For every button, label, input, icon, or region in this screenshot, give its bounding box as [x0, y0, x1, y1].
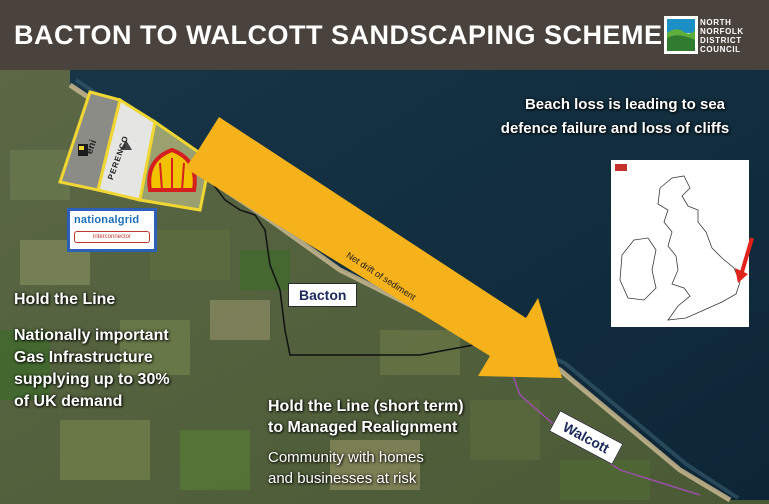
national-grid-label: nationalgrid [74, 214, 140, 226]
inset-badge [615, 164, 627, 171]
gas-text-line1: Nationally important [14, 327, 169, 344]
gas-text-line3: supplying up to 30% [14, 371, 170, 388]
logo-line: COUNCIL [700, 45, 741, 54]
bacton-frontage-outline [209, 179, 501, 356]
council-logo-icon [664, 16, 698, 54]
short-term-heading-line1: Hold the Line (short term) [268, 398, 464, 415]
short-term-heading-line2: to Managed Realignment [268, 419, 458, 436]
community-text-line1: Community with homes [268, 449, 424, 466]
national-grid-logo: nationalgrid interconnector [67, 208, 157, 252]
gas-text-line2: Gas Infrastructure [14, 349, 153, 366]
field-patches [0, 150, 650, 500]
logo-line: NORFOLK [700, 27, 744, 36]
header-bar: BACTON TO WALCOTT SANDSCAPING SCHEME NOR… [0, 0, 769, 70]
uk-inset-map [619, 175, 754, 321]
ireland-shape [619, 237, 657, 301]
council-logo-text: NORTH NORFOLK DISTRICT COUNCIL [700, 18, 744, 54]
beach-loss-text-line2: defence failure and loss of cliffs [500, 120, 730, 137]
place-label-bacton: Bacton [288, 283, 358, 307]
perenco-logo-mark [120, 140, 132, 150]
great-britain-shape [657, 175, 741, 321]
community-text-line2: and businesses at risk [268, 470, 417, 487]
location-arrow-icon [735, 237, 754, 283]
sediment-drift-arrow [185, 117, 562, 378]
slide-title: BACTON TO WALCOTT SANDSCAPING SCHEME [14, 20, 663, 50]
logo-line: NORTH [700, 18, 732, 27]
hold-the-line-heading: Hold the Line [14, 291, 116, 308]
logo-line: DISTRICT [700, 36, 742, 45]
shell-logo [147, 147, 197, 192]
uk-inset-overlay [619, 175, 754, 321]
beach-loss-text-line1: Beach loss is leading to sea [524, 96, 726, 113]
gas-text-line4: of UK demand [14, 393, 123, 410]
interconnector-label: interconnector [74, 231, 150, 243]
